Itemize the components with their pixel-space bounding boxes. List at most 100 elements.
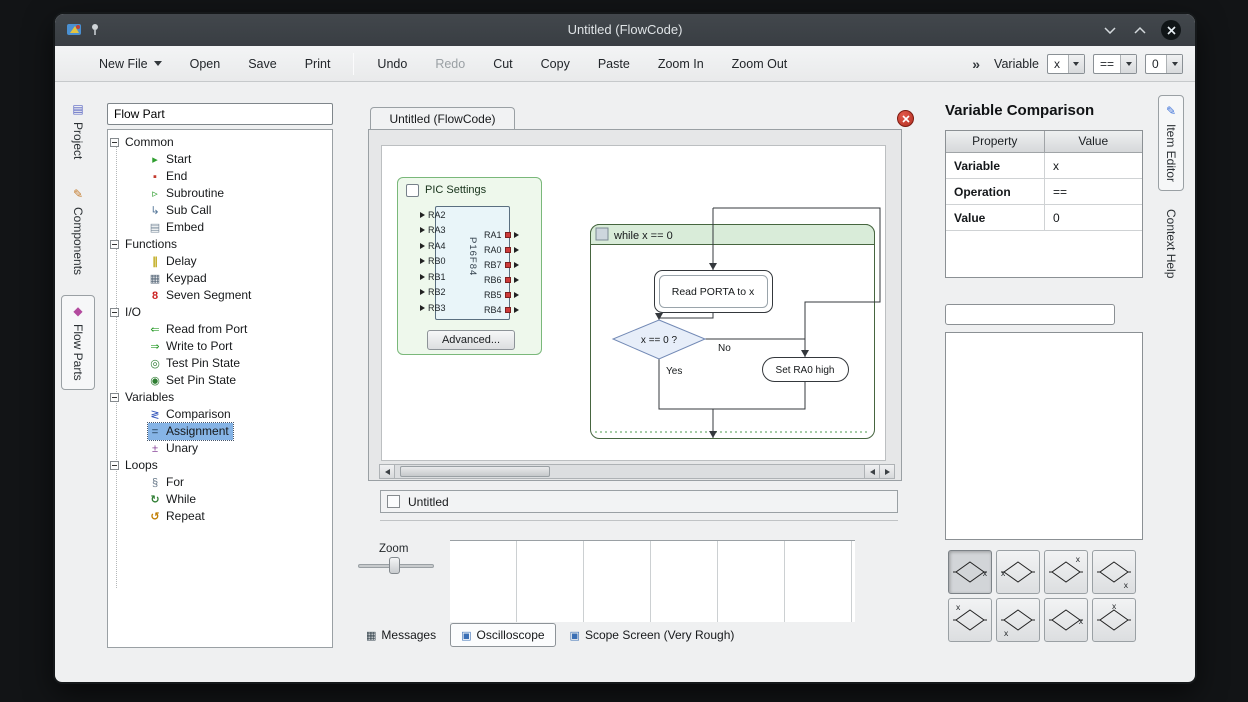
scroll-left-icon[interactable] [864,465,879,478]
scroll-left-icon[interactable] [380,465,395,478]
value-cell[interactable]: 0 [1053,211,1060,225]
undo-button[interactable]: Undo [377,56,408,71]
decision-style-button[interactable]: x [996,550,1040,594]
decision-style-button[interactable]: x [948,598,992,642]
tree-item-keypad[interactable]: ▦Keypad [108,270,332,287]
tree-item-start[interactable]: ▸Start [108,151,332,168]
page-icon[interactable] [387,495,400,508]
chevron-down-icon[interactable] [1067,54,1084,73]
collapse-icon[interactable] [110,461,119,470]
collapse-icon[interactable] [110,308,119,317]
tree-item-unary[interactable]: ±Unary [108,440,332,457]
decision-style-button[interactable]: x [996,598,1040,642]
decision-style-button[interactable]: x [1092,550,1136,594]
print-button[interactable]: Print [304,56,331,71]
cut-button[interactable]: Cut [493,56,513,71]
zoom-slider-handle[interactable] [389,557,400,574]
tree-item-read-from-port[interactable]: ⇐Read from Port [108,321,332,338]
table-row[interactable]: Variable x [946,153,1142,179]
close-tab-button[interactable] [897,110,914,127]
value-cell[interactable]: == [1053,185,1068,199]
decision-node[interactable] [611,319,707,360]
paste-button[interactable]: Paste [597,56,630,71]
new-file-button[interactable]: New File [85,52,176,76]
tab-scope-screen[interactable]: ▣ Scope Screen (Very Rough) [562,624,743,646]
save-button[interactable]: Save [248,56,277,71]
table-row[interactable]: Operation == [946,179,1142,205]
tree-group-io[interactable]: I/O [108,304,332,321]
tree-item-delay[interactable]: ∥Delay [108,253,332,270]
tab-components[interactable]: ✎ Components [61,179,95,283]
tree-item-write-to-port[interactable]: ⇒ Write to Port [108,338,332,355]
tree-group-functions[interactable]: Functions [108,236,332,253]
decision-style-button[interactable]: x [1044,598,1088,642]
close-window-button[interactable] [1161,20,1181,40]
tree-item-label: Write to Port [166,339,233,353]
tree-group-common[interactable]: Common [108,134,332,151]
pic-settings-checkbox[interactable] [406,184,419,197]
zoom-out-button[interactable]: Zoom Out [731,56,788,71]
pin-arrow-icon [420,226,425,233]
tab-oscilloscope[interactable]: ▣ Oscilloscope [450,623,556,647]
tree-item-assignment[interactable]: =Assignment [108,422,332,441]
horizontal-scrollbar[interactable] [379,464,895,479]
flowchart-canvas[interactable]: PIC Settings P16F84 RA2 RA3 RA4 RB0 RB1 … [381,145,886,461]
copy-button[interactable]: Copy [540,56,570,71]
tree-item-comparison[interactable]: ≷Comparison [108,406,332,423]
value-cell[interactable]: x [1053,159,1059,173]
tree-item-embed[interactable]: ▤Embed [108,219,332,236]
tree-item-test-pin-state[interactable]: ◎Test Pin State [108,355,332,372]
tab-messages[interactable]: ▦ Messages [358,624,444,646]
chevron-down-icon[interactable] [1166,54,1182,73]
table-row[interactable]: Value 0 [946,205,1142,231]
scrollbar-track[interactable] [395,465,864,478]
tree-item-end[interactable]: ▪End [108,168,332,185]
tab-context-help[interactable]: Context Help [1158,201,1184,286]
pin-led-icon [505,276,511,283]
tree-item-subroutine[interactable]: ▹Subroutine [108,185,332,202]
decision-style-button[interactable]: x [1044,550,1088,594]
toolbar-overflow-icon[interactable]: » [972,55,981,72]
tree-item-while[interactable]: ↻While [108,491,332,508]
pic-settings-panel[interactable]: PIC Settings P16F84 RA2 RA3 RA4 RB0 RB1 … [397,177,542,355]
tab-untitled-flowcode[interactable]: Untitled (FlowCode) [370,107,515,130]
collapse-icon[interactable] [110,138,119,147]
read-port-icon: ⇐ [150,323,160,336]
item-editor-input[interactable] [945,304,1115,325]
maximize-icon[interactable] [1131,21,1149,39]
decision-style-button[interactable]: x [1092,598,1136,642]
tree-group-loops[interactable]: Loops [108,457,332,474]
decision-style-button[interactable]: x [948,550,992,594]
tab-flow-parts[interactable]: ◆ Flow Parts [61,295,95,391]
read-porta-node[interactable] [654,270,773,313]
tree-item-sub-call[interactable]: ↳Sub Call [108,202,332,219]
redo-button[interactable]: Redo [435,56,466,71]
pin-icon[interactable] [89,23,101,41]
collapse-icon[interactable] [110,393,119,402]
collapse-icon[interactable] [110,240,119,249]
open-button[interactable]: Open [189,56,221,71]
zoom-in-button[interactable]: Zoom In [657,56,704,71]
minimize-icon[interactable] [1101,21,1119,39]
value-combo[interactable]: 0 [1145,53,1183,74]
set-ra0-node[interactable] [762,357,849,382]
title-bar[interactable]: Untitled (FlowCode) [55,14,1195,46]
flow-part-filter-input[interactable] [107,103,333,125]
tree-item-set-pin-state[interactable]: ◉Set Pin State [108,372,332,389]
tree-item-for[interactable]: §For [108,474,332,491]
scrollbar-thumb[interactable] [400,466,550,477]
item-editor-list[interactable] [945,332,1143,540]
operator-combo[interactable]: == [1092,53,1137,74]
advanced-button[interactable]: Advanced... [427,330,515,350]
tree-item-repeat[interactable]: ↺Repeat [108,508,332,525]
while-loop-container[interactable] [590,224,875,439]
chevron-down-icon[interactable] [1120,54,1136,73]
tree-group-variables[interactable]: Variables [108,389,332,406]
tab-item-editor[interactable]: ✎ Item Editor [1158,95,1184,192]
variable-combo[interactable]: x [1046,53,1085,74]
tab-project[interactable]: ▤ Project [61,94,95,167]
scroll-right-icon[interactable] [879,465,894,478]
write-port-icon: ⇒ [150,340,160,353]
page-label-bar[interactable]: Untitled [380,490,898,513]
